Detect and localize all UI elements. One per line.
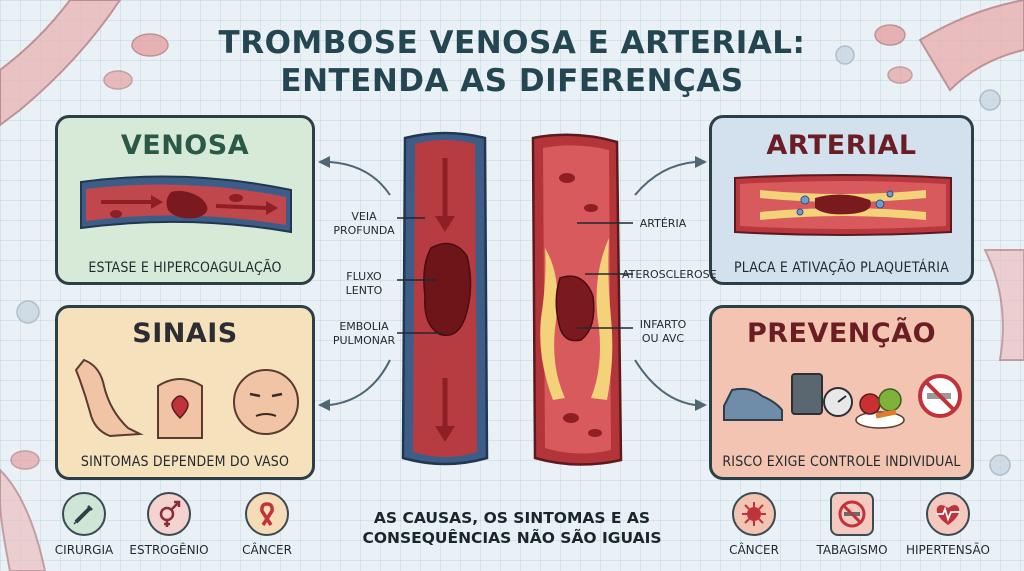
label-embolia-pulmonar: EMBOLIA PULMONAR [332,320,396,347]
label-veia-profunda: VEIA PROFUNDA [333,210,395,237]
risk-right-0-label: CÂNCER [729,543,779,557]
risk-right-0-circle [732,492,776,536]
panel-prevencao: PREVENÇÃO RISCO EXIGE CONTROLE INDIVIDUA… [709,305,974,480]
label-infarto-avc: INFARTO OU AVC [639,318,687,345]
ribbon-icon [260,502,274,526]
panel-prevencao-caption: RISCO EXIGE CONTROLE INDIVIDUAL [722,454,961,470]
dizzy-face-icon [233,369,299,435]
panel-sinais-caption: SINTOMAS DEPENDEM DO VASO [80,454,290,470]
no-smoking-icon [838,500,866,528]
risk-left-0-circle [62,492,106,536]
risk-left-1-label: ESTROGÊNIO [129,543,209,557]
swollen-leg-icon [74,358,144,438]
panel-venosa-title: VENOSA [120,130,250,161]
risk-right-1-circle [830,492,874,536]
main-title-line2: ENTENDA AS DIFERENÇAS [280,63,744,99]
risk-right-2-circle [926,492,970,536]
panel-prevencao-title: PREVENÇÃO [746,318,937,349]
sneaker-icon [723,387,783,421]
label-fluxo-lento: FLUXO LENTO [345,270,383,297]
footer-message-line1: AS CAUSAS, OS SINTOMAS E AS [373,509,651,527]
risk-left-2-label: CÂNCER [242,543,292,557]
footer-message-line2: CONSEQUÊNCIAS NÃO SÃO IGUAIS [362,529,662,547]
risk-left-2-circle [245,492,289,536]
main-title-line1: TROMBOSE VENOSA E ARTERIAL: [218,25,806,61]
deep-vein-icon [401,131,489,466]
healthy-food-icon [855,411,905,429]
blood-pressure-monitor-icon [791,373,823,415]
panel-arterial-caption: PLACA E ATIVAÇÃO PLAQUETÁRIA [733,260,950,276]
panel-sinais: SINAIS SINTOMAS DEPENDEM DO VASO [55,305,315,480]
panel-venosa: VENOSA ESTASE E HIPERCOAGULAÇÃO [55,115,315,285]
risk-right-2-label: HIPERTENSÃO [905,543,991,557]
panel-arterial: ARTERIAL PLACA E ATIVAÇÃO PLAQUETÁRIA [709,115,974,285]
venus-mars-icon [159,500,181,527]
risk-right-1-label: TABAGISMO [816,543,888,557]
virus-icon [742,502,766,526]
central-vessels [397,131,633,466]
panel-venosa-caption: ESTASE E HIPERCOAGULAÇÃO [88,260,282,276]
panel-sinais-title: SINAIS [132,318,238,349]
heart-pulse-icon [936,505,960,525]
risk-left-1-circle [147,492,191,536]
artery-icon [531,133,623,466]
syringe-icon [73,505,93,525]
risk-left-0-label: CIRURGIA [54,543,114,557]
prevention-illustration [723,373,962,429]
label-arteria: ARTÉRIA [639,217,687,230]
panel-arterial-title: ARTERIAL [766,130,917,161]
symptoms-illustration [74,358,299,439]
vein-illustration [80,175,292,234]
artery-illustration [734,174,952,236]
label-aterosclerose: ATEROSCLEROSE [622,268,717,281]
